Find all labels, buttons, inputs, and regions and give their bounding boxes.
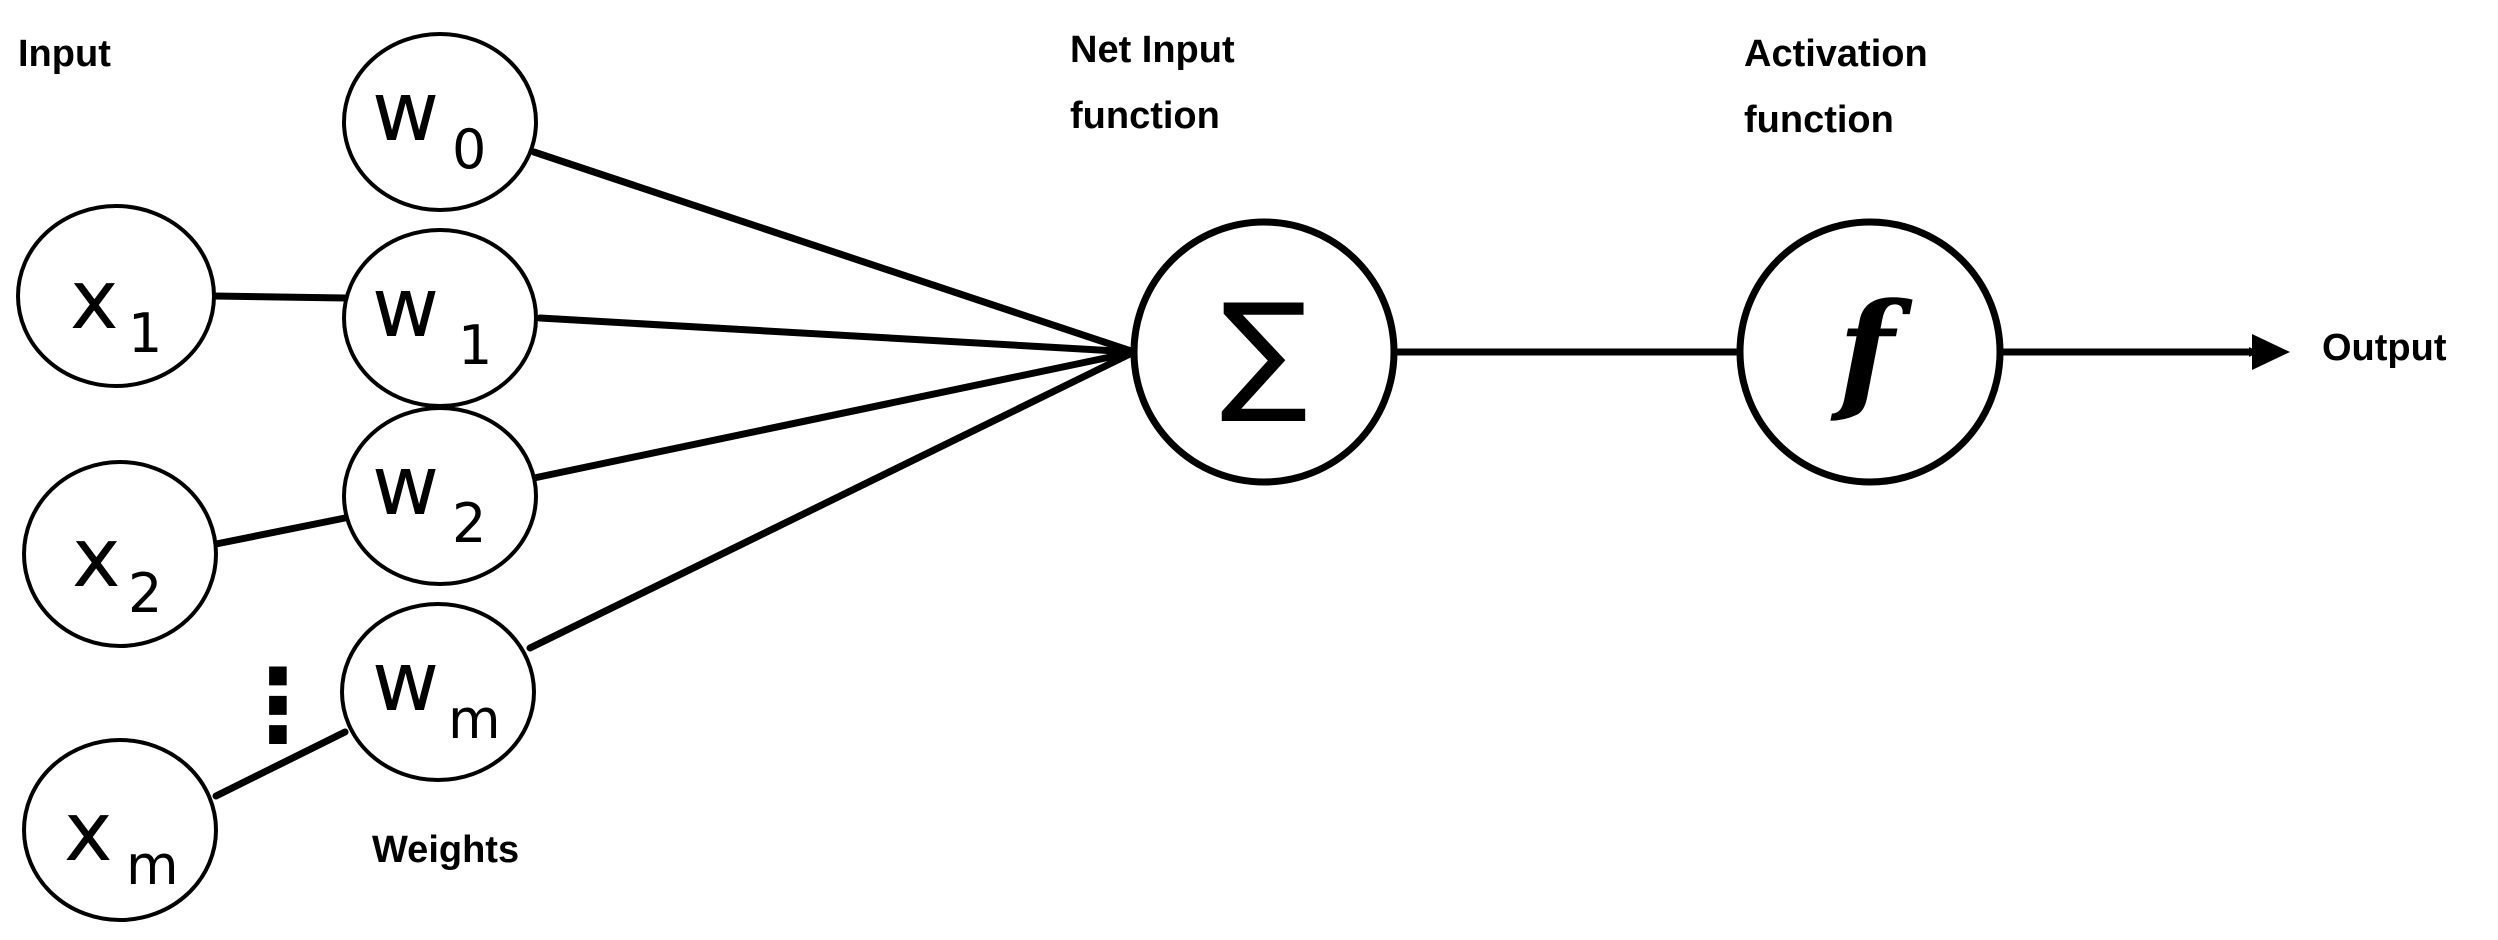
x2-sub: 2 bbox=[128, 562, 162, 625]
wm-base: w bbox=[372, 635, 439, 730]
input-node-xm: x m bbox=[22, 738, 218, 922]
w1-base: w bbox=[372, 261, 439, 356]
ellipsis: ⋮ bbox=[228, 647, 328, 764]
weight-node-w1: w 1 bbox=[342, 228, 538, 408]
edge-x2-w2 bbox=[212, 514, 349, 548]
w0-base: w bbox=[372, 65, 439, 160]
xm-sub: m bbox=[126, 834, 179, 897]
edge-w2-sum bbox=[530, 348, 1138, 482]
edge-w1-sum bbox=[536, 314, 1138, 356]
input-node-x2: x 2 bbox=[22, 460, 218, 648]
input-node-x1: x 1 bbox=[16, 204, 216, 388]
w0-sub: 0 bbox=[452, 118, 486, 181]
activation-label-line2: function bbox=[1744, 99, 1894, 141]
output-label: Output bbox=[2322, 327, 2447, 369]
weight-node-w2: w 2 bbox=[342, 406, 538, 586]
w2-sub: 2 bbox=[452, 492, 486, 555]
wm-sub: m bbox=[448, 688, 501, 751]
xm-base: x bbox=[64, 785, 113, 880]
weight-node-wm: w m bbox=[340, 602, 536, 782]
net-input-label-line1: Net Input bbox=[1070, 29, 1235, 71]
edge-xm-wm bbox=[212, 728, 349, 800]
x2-base: x bbox=[72, 511, 121, 606]
activation-node: f bbox=[1736, 218, 2004, 486]
output-arrowhead bbox=[2252, 334, 2290, 370]
edge-x1-w1 bbox=[210, 292, 349, 302]
w1-sub: 1 bbox=[458, 314, 492, 377]
edge-w0-sum bbox=[530, 148, 1138, 356]
input-label: Input bbox=[18, 33, 111, 75]
weight-node-w0: w 0 bbox=[342, 32, 538, 212]
net-input-node: ∑ bbox=[1130, 218, 1398, 486]
activation-label-line1: Activation bbox=[1744, 33, 1928, 75]
x1-base: x bbox=[70, 253, 119, 348]
sum-icon: ∑ bbox=[1220, 275, 1308, 427]
net-input-label-line2: function bbox=[1070, 95, 1220, 137]
w2-base: w bbox=[372, 439, 439, 534]
connections bbox=[210, 148, 2262, 800]
edge-wm-sum bbox=[526, 348, 1138, 652]
weights-label: Weights bbox=[372, 829, 519, 871]
x1-sub: 1 bbox=[128, 302, 162, 365]
